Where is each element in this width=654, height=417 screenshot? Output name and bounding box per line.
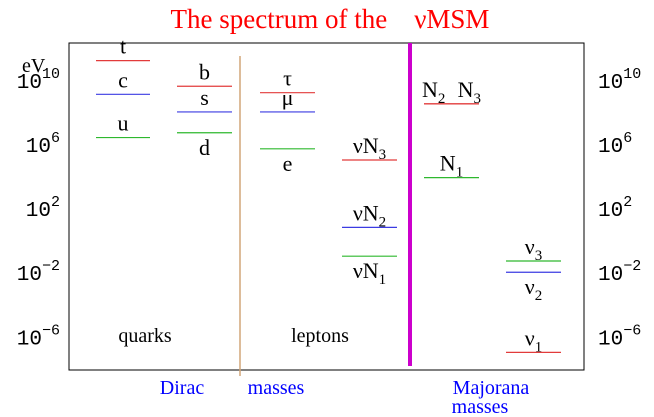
level-label-9: νN3 xyxy=(353,133,386,163)
level-label-0: t xyxy=(120,34,126,59)
left-tick-labels: 1010 106 102 10−2 10−6 xyxy=(17,66,60,351)
level-label-8: e xyxy=(283,151,293,176)
level-label-16: ν2 xyxy=(525,274,542,304)
level-label-6: τ xyxy=(283,66,292,91)
right-ytick-label-4: 10−6 xyxy=(598,322,641,351)
level-label-15: ν3 xyxy=(525,234,542,264)
dirac-masses-label: masses xyxy=(248,377,305,399)
plot-frame xyxy=(68,42,585,371)
level-label-13: N3 xyxy=(458,77,481,107)
level-label-12: N2 xyxy=(422,77,445,107)
left-ytick-label-3: 10−2 xyxy=(17,258,60,287)
level-label-3: b xyxy=(199,59,210,84)
level-label-11: νN1 xyxy=(353,258,386,288)
right-ytick-label-3: 10−2 xyxy=(598,258,641,287)
chart-title: The spectrum of the νMSM xyxy=(171,4,490,34)
dirac-label: Dirac xyxy=(160,377,205,399)
right-ytick-label-1: 106 xyxy=(598,130,632,159)
left-ytick-label-0: 1010 xyxy=(17,66,60,95)
quarks-label: quarks xyxy=(118,325,172,347)
y-unit-label: eV xyxy=(22,55,46,77)
level-label-7: μ xyxy=(282,85,294,110)
level-label-5: d xyxy=(199,135,210,160)
majorana-masses-label: masses xyxy=(452,396,509,417)
level-label-4: s xyxy=(200,85,209,110)
leptons-label: leptons xyxy=(291,325,349,347)
level-label-2: u xyxy=(118,111,129,136)
level-label-10: νN2 xyxy=(353,200,386,230)
right-ytick-label-0: 1010 xyxy=(598,66,641,95)
majorana-label: Majorana xyxy=(453,377,530,399)
level-label-1: c xyxy=(118,67,128,92)
left-ytick-label-1: 106 xyxy=(26,130,60,159)
right-ytick-label-2: 102 xyxy=(598,194,632,223)
left-ytick-label-4: 10−6 xyxy=(17,322,60,351)
level-label-17: ν1 xyxy=(525,325,542,355)
right-tick-labels: 1010 106 102 10−2 10−6 xyxy=(598,66,641,351)
level-label-14: N1 xyxy=(440,151,463,181)
left-ytick-label-2: 102 xyxy=(26,194,60,223)
